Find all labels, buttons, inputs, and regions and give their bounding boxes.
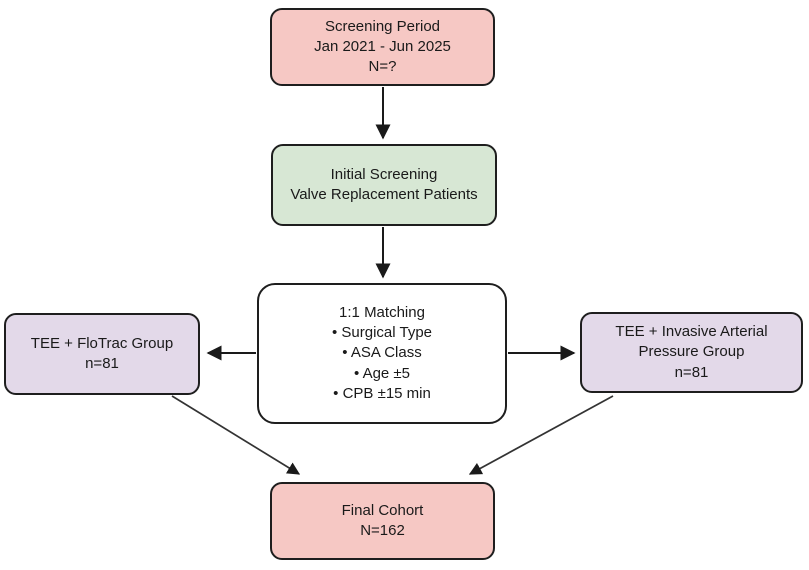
- node-final-cohort: Final Cohort N=162: [270, 482, 495, 560]
- node-text-line: Screening Period: [324, 17, 441, 35]
- node-tee-flotrac-group: TEE + FloTrac Group n=81: [4, 313, 200, 395]
- node-tee-invasive-arterial-group: TEE + Invasive Arterial Pressure Group n…: [580, 312, 803, 393]
- node-text-line: • ASA Class: [342, 344, 422, 362]
- node-text-line: n=81: [674, 363, 709, 381]
- node-matching: 1:1 Matching • Surgical Type • ASA Class…: [257, 283, 507, 424]
- node-text-line: TEE + FloTrac Group: [30, 334, 174, 352]
- node-text-line: 1:1 Matching: [339, 303, 425, 321]
- node-text-line: • Surgical Type: [331, 324, 433, 342]
- node-text-line: Jan 2021 - Jun 2025: [314, 37, 451, 55]
- node-text-line: • CPB ±15 min: [333, 384, 431, 402]
- node-text-line: Final Cohort: [341, 501, 424, 519]
- node-text-line: Initial Screening: [330, 165, 438, 183]
- node-text-line: N=?: [368, 58, 397, 76]
- node-text-line: TEE + Invasive Arterial: [615, 323, 768, 341]
- node-screening-period: Screening Period Jan 2021 - Jun 2025 N=?: [270, 8, 495, 86]
- node-text-line: • Age ±5: [353, 364, 411, 382]
- node-text-line: N=162: [360, 522, 405, 539]
- node-initial-screening: Initial Screening Valve Replacement Pati…: [271, 144, 497, 226]
- node-text-line: Valve Replacement Patients: [290, 186, 478, 203]
- node-text-line: Pressure Group: [638, 343, 745, 361]
- node-text-line: n=81: [85, 355, 119, 372]
